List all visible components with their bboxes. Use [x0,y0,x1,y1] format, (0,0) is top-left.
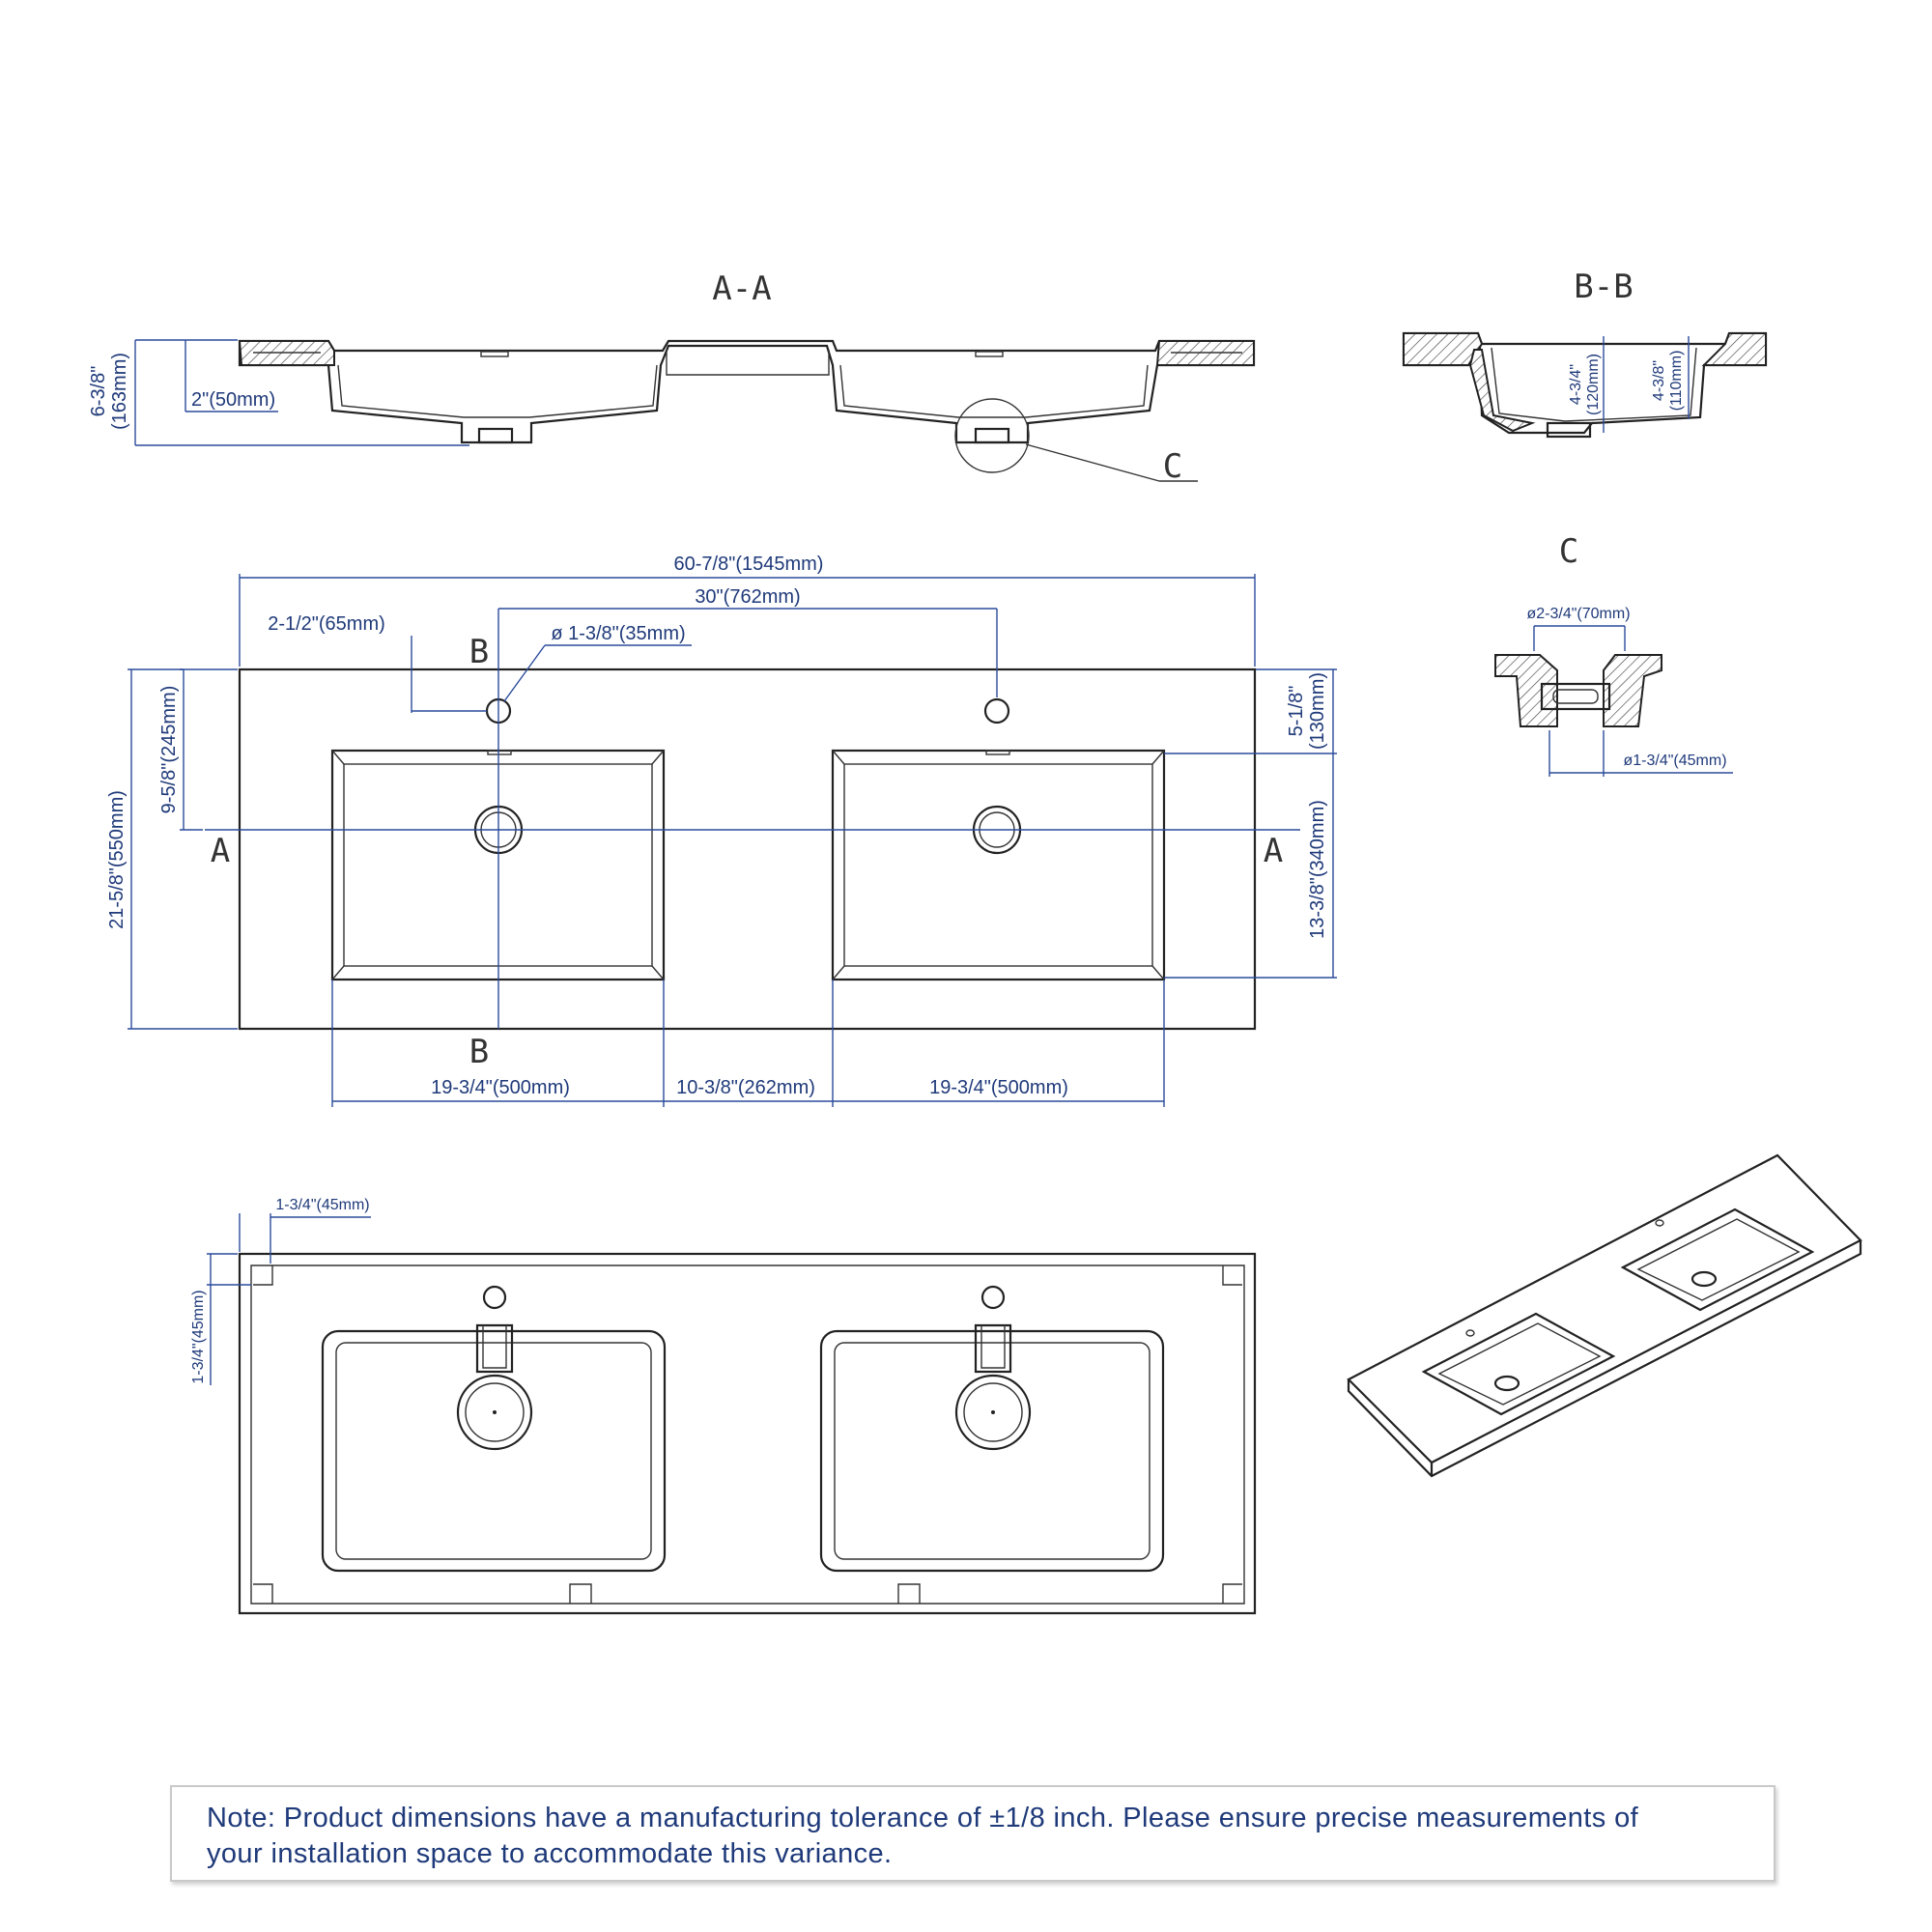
section-bb-view: B-B 4-3/4" (120mm) 4-3/8" (110mm) [1402,268,1768,439]
faucet-hole-dim: ø 1-3/8"(35mm) [551,623,685,644]
section-b-marker-top: B [469,633,489,671]
detail-c-view: C ø2-3/4"(70mm) ø1-3/4"(45mm) [1494,532,1733,777]
plan-view: A A B B 60-7/8"(1545mm) 30"(762mm) 2-1/2… [106,554,1337,1107]
bowl-gap-dim: 10-3/8"(262mm) [676,1077,815,1098]
depth-to-drain-dim: 9-5/8"(245mm) [158,686,180,814]
bb-depth2-dim: 4-3/8" [1651,360,1667,401]
bb-depth-mm-dim: (120mm) [1585,354,1602,415]
overall-height-dim: 6-3/8" [88,366,109,417]
rim-depth-dim: 2"(50mm) [191,389,275,411]
detail-c-marker: C [1163,447,1182,486]
section-a-marker-right: A [1264,832,1283,870]
overall-height-mm-dim: (163mm) [109,353,130,430]
bottom-view: 1-3/4"(45mm) 1-3/4"(45mm) [190,1197,1257,1615]
bowl-depth-dim: 13-3/8"(340mm) [1307,800,1328,939]
note-line-2: your installation space to accommodate t… [207,1838,893,1869]
note-line-1: Note: Product dimensions have a manufact… [207,1803,1639,1833]
bb-depth2-mm-dim: (110mm) [1668,351,1685,412]
section-aa-title: A-A [712,270,771,308]
faucet-spacing-dim: 30"(762mm) [695,586,800,608]
section-bb-title: B-B [1574,268,1633,306]
faucet-offset-dim: 2-1/2"(65mm) [268,613,385,635]
edge-depth-dim: 1-3/4"(45mm) [190,1290,207,1383]
bowl-width-left-dim: 19-3/4"(500mm) [431,1077,570,1098]
edge-width-dim: 1-3/4"(45mm) [275,1197,369,1213]
section-a-marker-left: A [211,832,230,870]
drain-outer-dim: ø2-3/4"(70mm) [1526,606,1630,622]
drain-inner-dim: ø1-3/4"(45mm) [1623,753,1726,769]
note-text: Note: Product dimensions have a manufact… [207,1801,1739,1872]
bb-depth-dim: 4-3/4" [1568,364,1584,405]
section-b-marker-bottom: B [469,1033,489,1071]
isometric-view [1347,1153,1862,1478]
back-to-bowl-dim: 5-1/8" [1286,686,1307,737]
section-aa-view: A-A C 6-3/8" (163mm) 2"(50mm) [88,270,1256,486]
total-depth-dim: 21-5/8"(550mm) [106,790,128,929]
detail-c-title: C [1559,532,1578,571]
tolerance-note: Note: Product dimensions have a manufact… [170,1785,1776,1882]
back-to-bowl-mm-dim: (130mm) [1307,672,1328,750]
total-length-dim: 60-7/8"(1545mm) [674,554,824,575]
bowl-width-right-dim: 19-3/4"(500mm) [929,1077,1068,1098]
